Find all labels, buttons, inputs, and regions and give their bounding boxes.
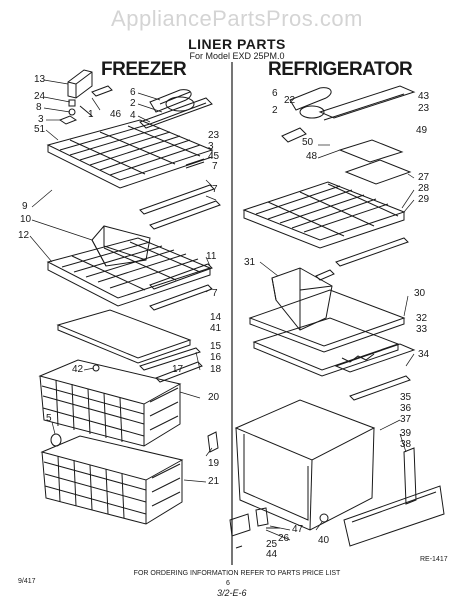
refrigerator-control-assembly [281, 85, 416, 143]
freezer-screw [185, 158, 205, 169]
freezer-misc-parts [50, 364, 219, 453]
freezer-shelf-lower [46, 237, 212, 307]
callout-9: 9 [22, 201, 28, 212]
model-subtitle: For Model EXD 25PM.0 [189, 51, 285, 61]
callout-40: 40 [318, 535, 330, 546]
callout-15: 15 [210, 341, 222, 352]
callout-46: 46 [110, 109, 122, 120]
freezer-rails-upper [139, 184, 221, 230]
refrigerator-glass-shelf [248, 289, 406, 353]
callout-23-refrigerator: 23 [418, 103, 430, 114]
callout-39: 39 [400, 428, 412, 439]
callout-34: 34 [418, 349, 430, 360]
callout-5: 5 [46, 413, 52, 424]
callout-28: 28 [418, 183, 430, 194]
callout-13: 13 [34, 74, 46, 85]
freezer-basket-upper [38, 359, 182, 447]
freezer-rails-middle [149, 263, 213, 311]
callout-30: 30 [414, 288, 426, 299]
callout-21: 21 [208, 476, 220, 487]
callout-6-freezer: 6 [130, 87, 136, 98]
storage-drawer-31 [271, 267, 333, 331]
freezer-basket-lower [40, 435, 184, 525]
callout-29: 29 [418, 194, 430, 205]
callout-47: 47 [292, 524, 304, 535]
leader-lines [29, 79, 415, 541]
callout-27: 27 [418, 172, 430, 183]
callout-4: 4 [130, 110, 136, 121]
callout-8: 8 [36, 102, 42, 113]
callout-7-a: 7 [212, 161, 218, 172]
callout-51: 51 [34, 124, 46, 135]
watermark: AppliancePartsPros.com [111, 6, 363, 31]
callout-7-c: 7 [212, 288, 218, 299]
freezer-glass-shelf [56, 309, 192, 364]
callout-3: 3 [38, 114, 44, 125]
callout-36: 36 [400, 403, 412, 414]
callout-1: 1 [88, 109, 94, 120]
callout-35: 35 [400, 392, 412, 403]
callout-32: 32 [416, 313, 428, 324]
callout-23-freezer: 23 [208, 130, 220, 141]
freezer-shelf-top [46, 119, 214, 189]
callout-11: 11 [206, 251, 217, 262]
callout-7-b: 7 [212, 184, 218, 195]
callout-18: 18 [210, 364, 222, 375]
callout-14: 14 [210, 312, 222, 323]
drawing-code: RE-1417 [420, 556, 448, 563]
crisper-side-rail [403, 447, 417, 505]
page-title: LINER PARTS [188, 36, 286, 52]
callout-48: 48 [306, 151, 318, 162]
callout-50: 50 [302, 137, 314, 148]
callout-12: 12 [18, 230, 30, 241]
crisper-rail [349, 375, 411, 401]
callout-24: 24 [34, 91, 46, 102]
callout-19: 19 [208, 458, 220, 469]
callout-25: 25 [266, 539, 278, 550]
freezer-control-assembly [139, 89, 213, 129]
callout-6-refrigerator: 6 [272, 88, 278, 99]
callout-49: 49 [416, 125, 428, 136]
callout-17: 17 [172, 364, 184, 375]
callout-41: 41 [210, 323, 222, 334]
freezer-small-parts [58, 85, 113, 125]
callout-45: 45 [208, 151, 220, 162]
corner-code: 9/417 [18, 578, 36, 585]
page-number: 6 [226, 580, 230, 587]
freezer-heading: FREEZER [101, 59, 187, 80]
ordering-footer: FOR ORDERING INFORMATION REFER TO PARTS … [133, 570, 341, 577]
crisper-cover-part-49 [338, 139, 412, 185]
crisper-pan [234, 399, 376, 531]
callout-43: 43 [418, 91, 430, 102]
crisper-bracket-parts [229, 507, 329, 549]
crisper-frame [252, 317, 416, 377]
callout-26: 26 [278, 533, 290, 544]
refrigerator-heading: REFRIGERATOR [268, 59, 413, 80]
callout-42: 42 [72, 364, 84, 375]
callout-16: 16 [210, 352, 222, 363]
callout-37: 37 [400, 414, 412, 425]
light-shield-part [67, 69, 93, 99]
callout-2-freezer: 2 [130, 98, 136, 109]
callout-2-refrigerator: 2 [272, 105, 278, 116]
callout-33: 33 [416, 324, 428, 335]
freezer-supports [139, 347, 203, 383]
crisper-drawer-front [343, 485, 445, 547]
callout-3b: 3 [208, 141, 214, 152]
callout-44: 44 [266, 549, 278, 560]
callout-20: 20 [208, 392, 220, 403]
refrigerator-shelf-top [242, 181, 406, 249]
callout-22: 22 [284, 95, 296, 106]
handwritten-note: 3/2-E-6 [217, 588, 247, 598]
callout-38: 38 [400, 439, 412, 450]
callout-31: 31 [244, 257, 256, 268]
callout-10: 10 [20, 214, 32, 225]
